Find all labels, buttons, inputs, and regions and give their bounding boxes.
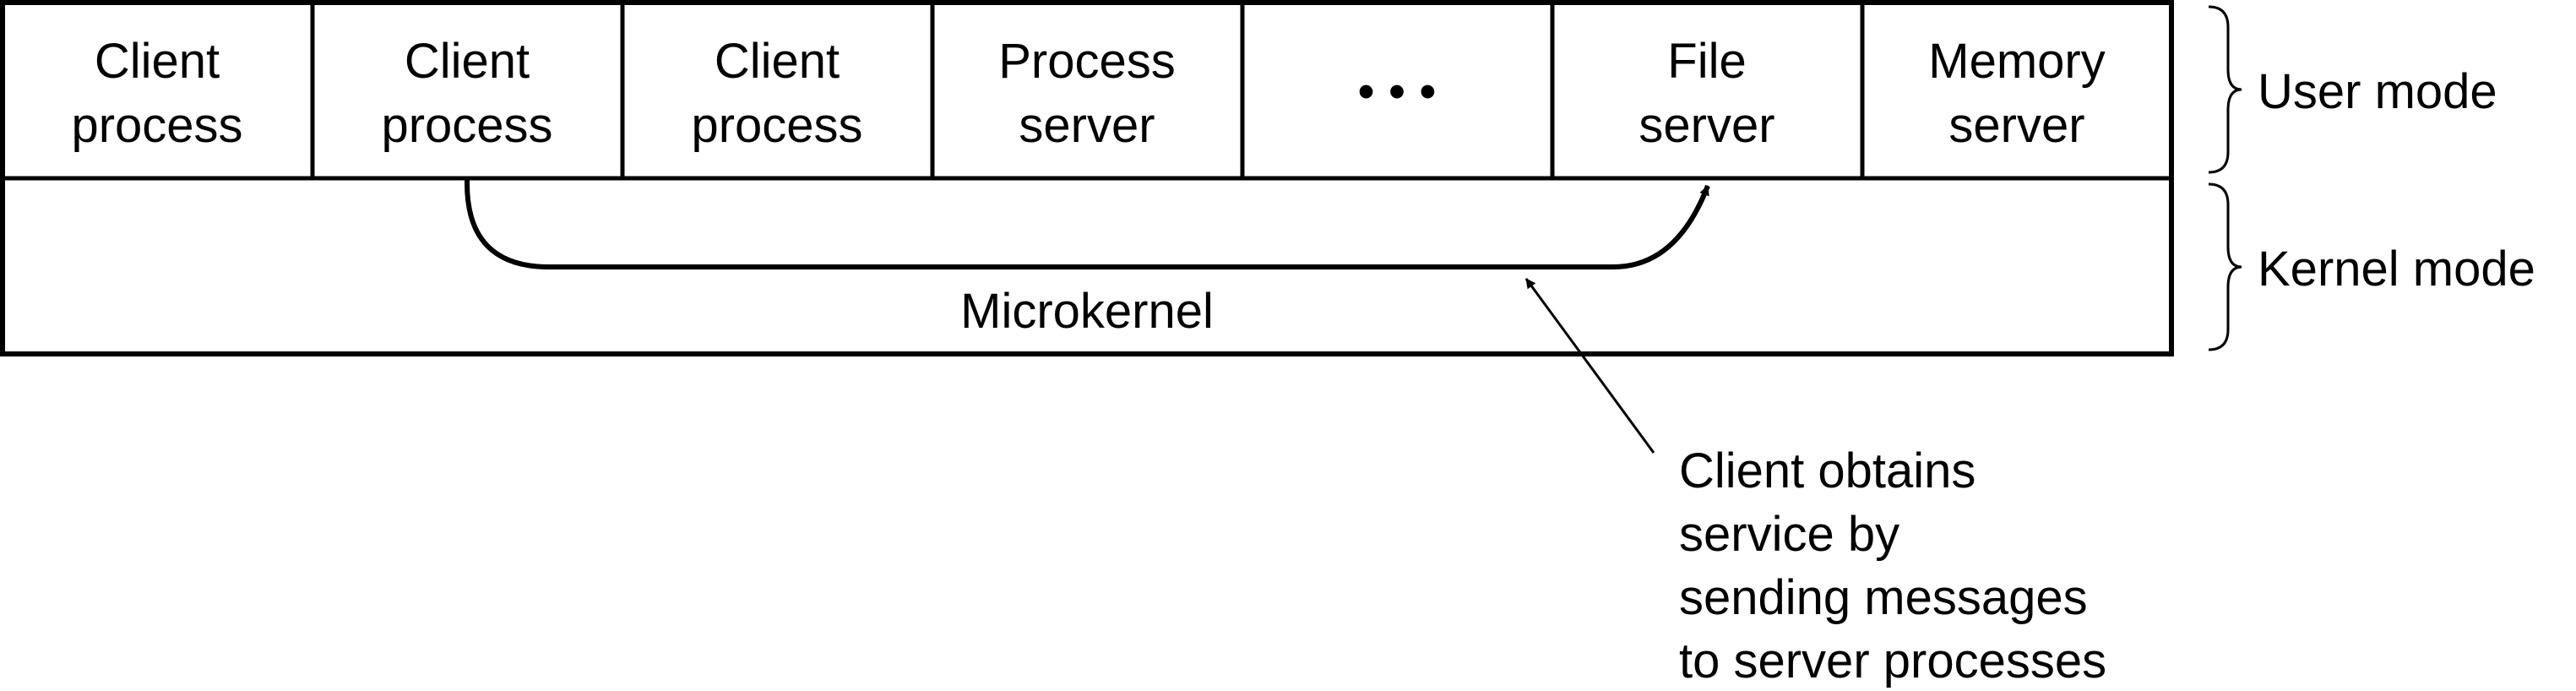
annotation-line: to server processes — [1679, 634, 2106, 688]
user-process-cell-client-1: Client process — [71, 34, 242, 153]
cell-label-line1: Process — [998, 34, 1176, 89]
annotation-pointer — [1524, 278, 1655, 454]
cell-label-line2: server — [1019, 98, 1155, 153]
user-process-cell-process-server: Process server — [998, 34, 1176, 153]
cell-label-line2: process — [381, 98, 552, 153]
user-process-cell-file-server: File server — [1639, 34, 1774, 153]
user-process-cell-ellipsis: • • • — [1357, 64, 1436, 119]
ellipsis-label: • • • — [1357, 64, 1436, 119]
annotation-text: Client obtains service by sending messag… — [1679, 443, 2106, 688]
cell-label-line1: Memory — [1928, 34, 2105, 89]
cell-label-line1: Client — [715, 34, 840, 89]
cell-label-line1: Client — [405, 34, 530, 89]
cell-label-line1: Client — [95, 34, 220, 89]
microkernel-label: Microkernel — [960, 284, 1214, 339]
user-process-cell-client-2: Client process — [381, 34, 552, 153]
annotation-line: service by — [1679, 507, 1899, 562]
user-process-cell-memory-server: Memory server — [1928, 34, 2105, 153]
user-mode-brace — [2208, 5, 2242, 174]
cell-label-line2: server — [1639, 98, 1774, 153]
cell-label-line2: server — [1948, 98, 2084, 153]
kernel-mode-label: Kernel mode — [2258, 242, 2535, 297]
user-mode-label: User mode — [2258, 64, 2497, 119]
kernel-mode-brace — [2208, 182, 2242, 351]
user-cell-dividers — [310, 3, 1865, 178]
cell-label-line2: process — [691, 98, 862, 153]
message-path-arrow — [465, 178, 1710, 269]
annotation-line: Client obtains — [1679, 443, 1975, 498]
annotation-line: sending messages — [1679, 570, 2088, 625]
cell-label-line2: process — [71, 98, 242, 153]
user-process-cell-client-3: Client process — [691, 34, 862, 153]
cell-label-line1: File — [1667, 34, 1746, 89]
